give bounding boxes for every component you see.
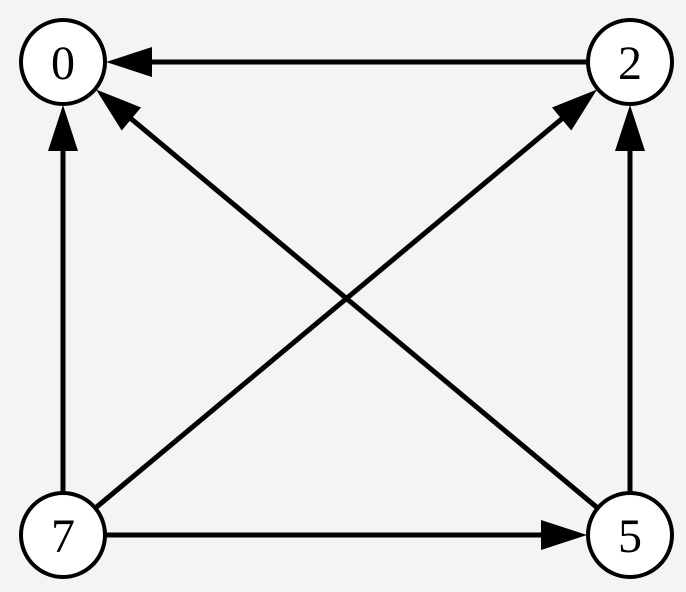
edge-line [126,114,600,511]
edge-5-to-2 [615,105,645,493]
node-7-label: 7 [51,510,75,563]
node-0-label: 0 [51,37,75,90]
edge-7-to-5 [105,520,587,550]
node-7-circle [19,491,107,579]
edge-7-to-0 [48,105,78,493]
node-5-circle [586,491,674,579]
edge-7-to-2 [93,89,597,511]
node-0-circle [19,18,107,106]
node-0: 0 [19,18,107,106]
node-2-circle [586,18,674,106]
edge-line [93,114,567,511]
node-7: 7 [19,491,107,579]
arrow-head [48,105,78,151]
arrow-head [106,47,152,77]
edge-2-to-0 [106,47,588,77]
arrow-head [96,89,141,131]
node-2: 2 [586,18,674,106]
edge-5-to-0 [96,89,600,511]
arrow-head [541,520,587,550]
nodes-layer: 0 2 7 5 [19,18,674,579]
edges-layer [48,47,645,550]
arrow-head [552,89,597,131]
node-5: 5 [586,491,674,579]
node-5-label: 5 [618,510,642,563]
node-2-label: 2 [618,37,642,90]
arrow-head [615,105,645,151]
